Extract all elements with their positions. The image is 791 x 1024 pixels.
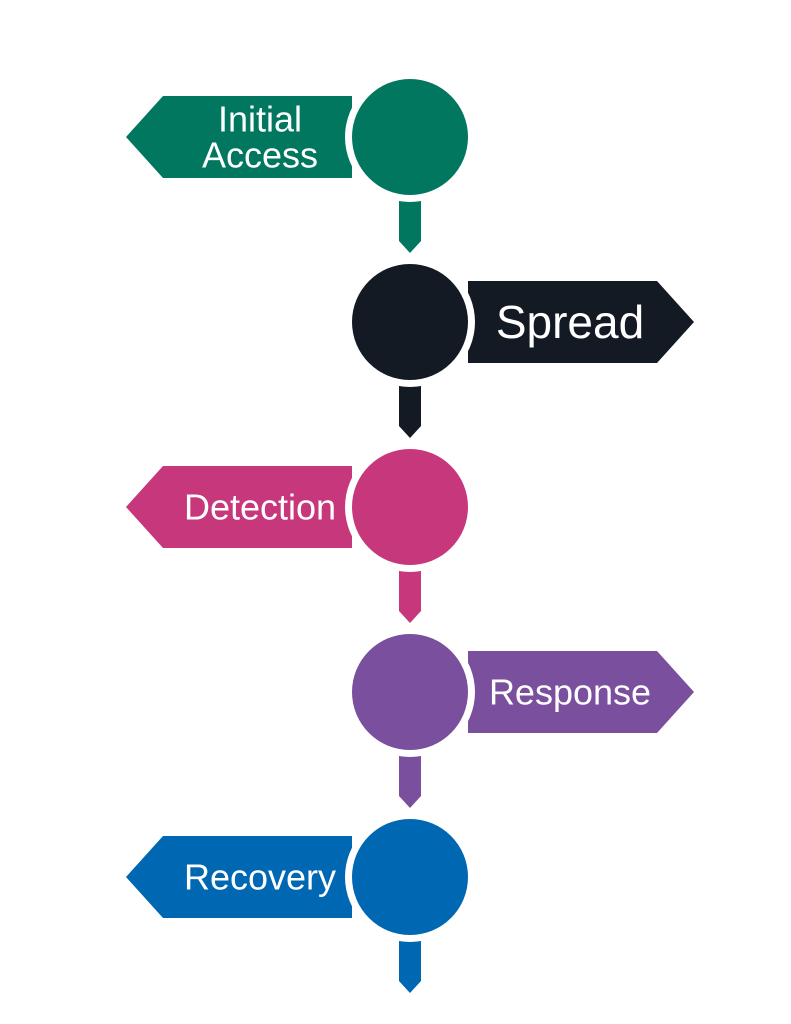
- stage-banner: [126, 96, 352, 178]
- pin-head: [352, 634, 468, 750]
- pin-head: [352, 264, 468, 380]
- stage-banner: [468, 281, 694, 363]
- stage-label: Response: [489, 672, 651, 713]
- stage-banner: [126, 466, 352, 548]
- stage-label-line: Spread: [496, 296, 644, 348]
- stage-4: Response: [345, 627, 694, 808]
- stage-label: Spread: [496, 296, 644, 348]
- stage-label-line: Detection: [184, 487, 336, 528]
- stage-banner: [126, 836, 352, 918]
- stage-label-line: Response: [489, 672, 651, 713]
- pin-head: [352, 449, 468, 565]
- stage-label-line: Access: [202, 135, 318, 176]
- pin-head: [352, 819, 468, 935]
- stage-label: Detection: [184, 487, 336, 528]
- stage-banner: [468, 651, 694, 733]
- stage-2: Spread: [345, 257, 694, 438]
- stage-5: Recovery: [126, 812, 475, 993]
- stage-label-line: Recovery: [184, 857, 336, 898]
- stage-3: Detection: [126, 442, 475, 623]
- stage-label-line: Initial: [218, 99, 302, 140]
- stage-label: Recovery: [184, 857, 336, 898]
- pin-head: [352, 79, 468, 195]
